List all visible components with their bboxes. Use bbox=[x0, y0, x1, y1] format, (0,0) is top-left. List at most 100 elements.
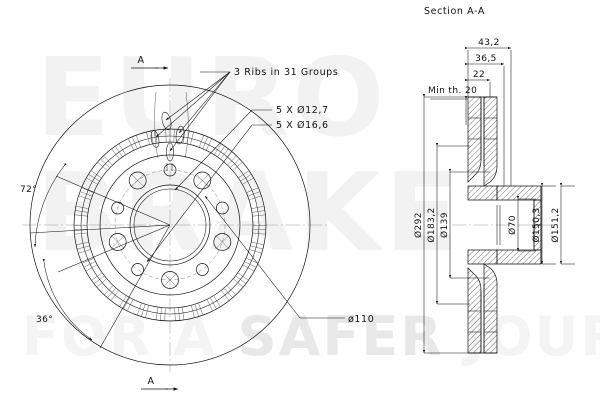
rib-shape bbox=[166, 142, 174, 162]
cooling-vane-tick bbox=[103, 155, 113, 165]
dim-label-dia-151-2: Ø151,2 bbox=[550, 207, 561, 242]
leader-ribs bbox=[155, 71, 231, 152]
bolt-hole-cross bbox=[130, 173, 145, 188]
cooling-vane-tick bbox=[145, 305, 149, 318]
rib-detail-group bbox=[150, 91, 189, 171]
min-thickness-label: Min th. 20 bbox=[428, 86, 477, 96]
cooling-vane-tick bbox=[110, 290, 119, 301]
min-thickness-dimension: Min th. 20 bbox=[428, 86, 477, 125]
dim-label-36-5: 36,5 bbox=[475, 54, 497, 64]
dim-label-22: 22 bbox=[473, 70, 485, 80]
cooling-vane-tick bbox=[217, 146, 225, 157]
hub-outer-circle bbox=[129, 184, 211, 266]
cooling-vane-tick bbox=[252, 210, 265, 213]
cooling-vane-tick bbox=[198, 303, 203, 315]
section-view-title: Section A-A bbox=[424, 6, 485, 17]
cooling-vane-tick bbox=[155, 307, 158, 320]
cooling-vane-tick bbox=[251, 242, 264, 245]
disc-outer-circle bbox=[29, 84, 311, 366]
callout-holes-large: 5 X Ø16,6 bbox=[276, 120, 329, 131]
horizontal-dimensions: 43,2 36,5 22 bbox=[465, 38, 512, 186]
cooling-vane-tick bbox=[194, 304, 199, 317]
cooling-vane-tick bbox=[214, 144, 222, 155]
cooling-vane-ticks bbox=[74, 129, 266, 321]
cooling-vane-tick bbox=[235, 275, 246, 284]
cooling-vane-tick bbox=[141, 304, 146, 317]
angle-dimension-72 bbox=[29, 162, 171, 248]
section-marker-top-label: A bbox=[137, 55, 144, 66]
cooling-vane-tick bbox=[199, 135, 204, 147]
rib-shape bbox=[175, 125, 185, 145]
cooling-vane-tick bbox=[88, 174, 100, 181]
cooling-vane-tick bbox=[230, 159, 240, 168]
cooling-vane-tick bbox=[119, 295, 127, 307]
cooling-vane-tick bbox=[246, 187, 259, 193]
cooling-vane-tick bbox=[253, 229, 266, 231]
cooling-vane-tick bbox=[111, 149, 120, 159]
dim-label-dia-183-2: Ø183,2 bbox=[426, 207, 437, 242]
cooling-vane-tick bbox=[238, 170, 249, 178]
watermark-line1: EURO bbox=[36, 36, 388, 161]
dim-label-dia-70: Ø70 bbox=[507, 215, 518, 235]
bolt-holes-large bbox=[108, 171, 232, 289]
section-marker-top: A bbox=[131, 55, 169, 70]
cooling-vane-tick bbox=[75, 210, 88, 213]
cooling-vane-tick bbox=[178, 308, 180, 321]
watermark-tagline-mid: SAFER bbox=[238, 305, 444, 368]
bolt-hole-large bbox=[108, 233, 127, 251]
bolt-hole-small bbox=[215, 201, 229, 215]
bolt-hole-cross bbox=[215, 235, 230, 249]
angle-label-36: 36° bbox=[36, 315, 53, 325]
cooling-vane-tick bbox=[132, 137, 138, 149]
cooling-vane-tick bbox=[107, 288, 116, 298]
bolt-hole-large bbox=[193, 171, 212, 190]
cooling-vane-tick bbox=[233, 278, 243, 287]
bolt-hole-small bbox=[163, 163, 177, 177]
section-view: Section A-A bbox=[413, 6, 575, 354]
dim-label-dia-150-3: Ø150,3 bbox=[531, 207, 542, 242]
cooling-vane-tick bbox=[243, 264, 254, 272]
cooling-vane-tick bbox=[244, 261, 256, 268]
cooling-vane-tick bbox=[248, 191, 260, 197]
callout-holes-small: 5 X Ø12,7 bbox=[276, 105, 329, 116]
cooling-vane-tick bbox=[86, 178, 98, 185]
cooling-vane-tick bbox=[97, 162, 108, 171]
leader-holes-large bbox=[146, 124, 272, 263]
cooling-vane-tick bbox=[91, 170, 102, 178]
cooling-vane-tick bbox=[182, 307, 185, 320]
cooling-vane-tick bbox=[80, 191, 92, 197]
cooling-vane-tick bbox=[137, 303, 142, 315]
leader-holes-small bbox=[174, 109, 272, 191]
bolt-hole-large bbox=[128, 171, 147, 190]
cooling-vane-tick bbox=[213, 295, 221, 307]
cooling-vane-tick bbox=[123, 297, 130, 309]
cooling-vane-tick bbox=[210, 297, 217, 309]
angle-dimension-36 bbox=[42, 224, 171, 349]
cooling-vane-tick bbox=[240, 174, 252, 181]
bolt-hole-small bbox=[131, 263, 145, 276]
cooling-vane-tick bbox=[253, 232, 266, 235]
cooling-vane-tick bbox=[249, 195, 262, 200]
bolt-hole-large bbox=[213, 233, 232, 251]
cooling-vane-tick bbox=[242, 178, 254, 185]
cooling-vane-tick bbox=[78, 249, 91, 254]
cooling-vane-tick bbox=[97, 278, 107, 287]
cooling-vane-tick bbox=[94, 275, 105, 284]
cooling-vane-tick bbox=[238, 272, 249, 281]
svg-text:FOR A SAFER JOURNEY: FOR A SAFER JOURNEY bbox=[22, 305, 600, 368]
cooling-vane-tick bbox=[232, 162, 243, 171]
cooling-vane-tick bbox=[136, 135, 141, 147]
section-marker-bottom-label: A bbox=[147, 376, 154, 387]
cooling-vane-tick bbox=[202, 137, 208, 149]
bell-outer-circle bbox=[99, 154, 241, 296]
cooling-vane-tick bbox=[190, 132, 194, 145]
section-profile-upper bbox=[467, 96, 542, 226]
cooling-vane-tick bbox=[249, 249, 262, 254]
friction-ring-inner bbox=[86, 141, 254, 309]
cooling-vane-tick bbox=[246, 258, 258, 264]
cooling-vane-tick bbox=[253, 214, 265, 217]
rib-shape bbox=[161, 111, 172, 131]
cooling-vane-tick bbox=[206, 299, 213, 311]
hub-bore-circle bbox=[133, 188, 207, 262]
